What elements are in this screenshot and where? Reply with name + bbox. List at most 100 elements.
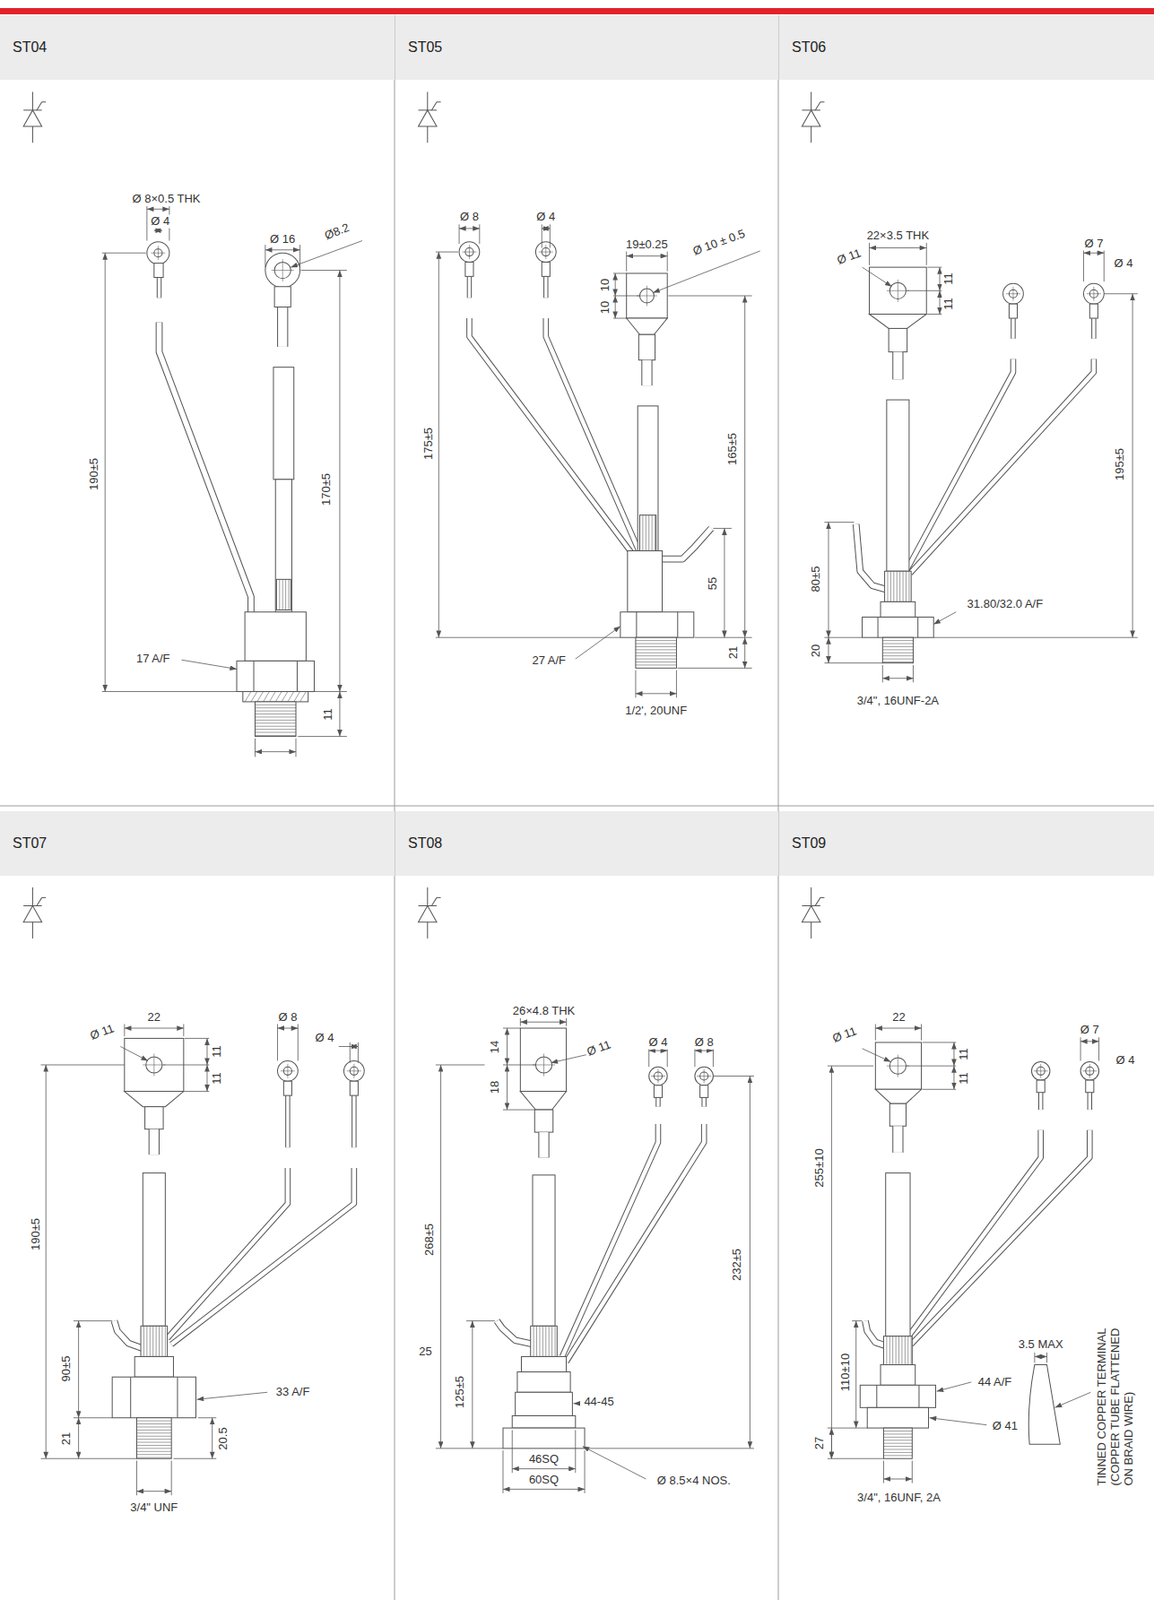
cable [142, 1173, 165, 1328]
wire-outline [907, 359, 1014, 570]
wire-outline [467, 276, 472, 298]
ferrule [1008, 303, 1017, 319]
dimension-line [265, 249, 301, 251]
extension-line [584, 1450, 586, 1494]
wire [286, 1093, 289, 1148]
body [515, 1392, 573, 1416]
extension-line [182, 1023, 184, 1037]
extension-line [478, 224, 480, 244]
crimp-line [288, 579, 290, 610]
thread-line [883, 1437, 912, 1439]
dimension-line [1080, 1041, 1099, 1042]
crimp-sleeve [530, 1326, 558, 1357]
thread-line [883, 1449, 912, 1450]
thread-line [254, 711, 296, 712]
threaded-stud [136, 1418, 172, 1460]
thyristor-symbol [418, 110, 437, 127]
thread-line [136, 1436, 172, 1438]
dimension-label: 11 [210, 1070, 225, 1087]
crimp-sleeve [885, 571, 912, 602]
dimension-label: Ø 11 [829, 1024, 860, 1048]
dimension-line [45, 1065, 47, 1459]
ring-terminal [1080, 1062, 1099, 1081]
leader-line [862, 267, 893, 287]
tube [275, 479, 292, 613]
thread-line [136, 1454, 172, 1456]
dimension-label: 20.5 [216, 1425, 231, 1452]
threaded-stud [882, 637, 913, 663]
leader-line [1055, 1392, 1092, 1408]
center-mark [646, 286, 648, 307]
crimp-line [896, 571, 898, 602]
dimension-line [855, 1321, 857, 1429]
thread-line [883, 1431, 912, 1432]
collar [880, 1365, 916, 1387]
dimension-label: 31.80/32.0 A/F [965, 597, 1046, 611]
dimension-line [615, 295, 617, 319]
thread-line [883, 1440, 912, 1441]
hatch-line [281, 692, 288, 703]
dimension-label: 11 [321, 706, 336, 723]
crimp-line [149, 1326, 151, 1357]
ferrule [349, 1081, 358, 1096]
hatch-line [268, 692, 276, 703]
dimension-label: Ø 11 [833, 245, 865, 269]
wire [911, 1130, 1090, 1345]
dimension-line [154, 230, 163, 232]
thread-line [882, 643, 913, 645]
ferrule [465, 261, 474, 277]
wire [910, 359, 1094, 574]
hex-face [635, 612, 637, 638]
wire [1011, 318, 1015, 339]
wire-outline [171, 1168, 355, 1345]
crimp-line [156, 1326, 157, 1357]
extension-line [123, 1023, 125, 1037]
hatch-line [251, 692, 258, 703]
hex-face [918, 1385, 920, 1408]
thread-line [254, 726, 296, 728]
leader-line [550, 1055, 587, 1064]
wire-outline [1087, 1093, 1093, 1111]
thread-line [136, 1421, 172, 1423]
dimension-line [831, 1066, 833, 1459]
wire-outline [911, 1130, 1090, 1345]
thyristor-symbol [23, 905, 42, 922]
ferrule [700, 1085, 709, 1099]
dimension-label: Ø 11 [86, 1021, 118, 1044]
thread-line [254, 716, 296, 718]
ring-terminal [343, 1060, 365, 1082]
dimension-label: 25 [416, 1344, 434, 1359]
wire [546, 318, 641, 554]
crimp-line [645, 515, 647, 552]
dimension-label: 60SQ [527, 1474, 561, 1488]
thyristor-symbol [23, 110, 42, 127]
center-mark [1012, 286, 1014, 302]
extension-line [926, 242, 928, 266]
dimension-line [827, 522, 829, 639]
wire [1088, 1093, 1092, 1111]
ring-terminal [1083, 283, 1104, 304]
thread-line [254, 704, 296, 706]
dimension-line [338, 270, 340, 693]
dimension-label: 11 [942, 295, 956, 313]
hex-face [253, 660, 255, 692]
crimp-line [146, 1326, 148, 1357]
extension-line [677, 668, 753, 669]
crimp-sleeve [140, 1326, 168, 1357]
thread-line [254, 722, 296, 724]
extension-line [933, 637, 1138, 639]
extension-line [503, 1028, 521, 1030]
dimension-line [440, 1065, 442, 1450]
dimension-label: 255±10 [812, 1146, 826, 1189]
hatch-line [287, 692, 295, 703]
dimension-label: 3/4", 16UNF, 2A [855, 1491, 943, 1505]
wire [167, 1168, 288, 1339]
ferrule [283, 1081, 292, 1096]
extension-line [264, 244, 266, 268]
panel-title: ST06 [791, 39, 826, 56]
wire-outline [641, 360, 652, 386]
leader-line [575, 626, 621, 660]
ferrule [653, 1085, 662, 1099]
extension-line [41, 1458, 138, 1460]
